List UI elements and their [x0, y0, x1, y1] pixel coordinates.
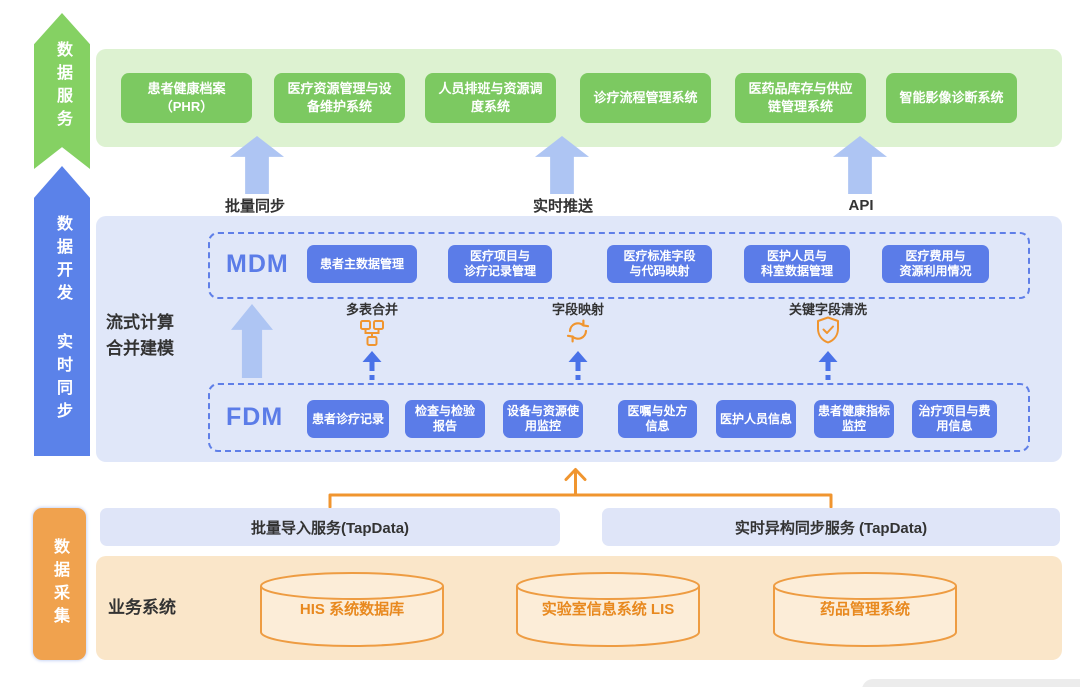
fdm-group [208, 383, 1030, 452]
fdm-module-orders-prescriptions: 医嘱与处方 信息 [618, 400, 697, 438]
dashed-up-arrow-icon [567, 350, 589, 384]
database-cylinder-icon [257, 570, 447, 650]
sync-label-batch: 批量同步 [224, 197, 285, 215]
fdm-module-treatment-cost: 治疗项目与费 用信息 [912, 400, 997, 438]
rail-data-service: 数据服务 [34, 13, 90, 169]
fdm-module-staff-info: 医护人员信息 [716, 400, 796, 438]
mdm-group [208, 232, 1030, 299]
batch-import-service-bar: 批量导入服务(TapData) [100, 508, 560, 546]
corner-artifact [862, 679, 1080, 687]
rail-data-develop-label-bottom: 实时同步 [54, 333, 71, 425]
fdm-module-lab-reports: 检查与检验 报告 [405, 400, 485, 438]
sync-label-realtime-push: 实时推送 [532, 197, 593, 215]
system-box-clinical-flow: 诊疗流程管理系统 [580, 73, 711, 123]
rail-data-service-label: 数据服务 [54, 41, 71, 133]
develop-band-title: 流式计算 合并建模 [106, 313, 174, 358]
mapping-cycle-icon [563, 316, 593, 346]
dashed-up-arrow-icon [361, 350, 383, 384]
rail-data-develop: 数据开发 实时同步 [34, 166, 90, 456]
system-box-scheduling: 人员排班与资源调 度系统 [425, 73, 556, 123]
mdm-module-staff-dept: 医护人员与 科室数据管理 [744, 245, 850, 283]
system-box-imaging-ai: 智能影像诊断系统 [886, 73, 1017, 123]
transform-label-mapping: 字段映射 [551, 301, 604, 317]
fdm-module-device-usage: 设备与资源使 用监控 [503, 400, 583, 438]
merge-icon [357, 318, 387, 348]
database-label-lis: 实验室信息系统 LIS [541, 600, 675, 618]
realtime-sync-service-bar: 实时异构同步服务 (TapData) [602, 508, 1060, 546]
transform-label-cleaning: 关键字段清洗 [788, 301, 867, 317]
mdm-module-medical-records: 医疗项目与 诊疗记录管理 [448, 245, 552, 283]
rail-data-develop-label-top: 数据开发 [54, 215, 71, 307]
sync-label-api: API [848, 196, 874, 214]
mdm-module-cost-utilization: 医疗费用与 资源利用情况 [882, 245, 989, 283]
mdm-module-patient-master: 患者主数据管理 [307, 245, 417, 283]
fdm-module-health-metrics: 患者健康指标 监控 [814, 400, 894, 438]
database-label-pharmacy: 药品管理系统 [819, 600, 910, 618]
mdm-title: MDM [226, 250, 289, 278]
dashed-up-arrow-icon [817, 350, 839, 384]
system-box-resource-maintenance: 医疗资源管理与设 备维护系统 [274, 73, 405, 123]
database-cylinder-icon [770, 570, 960, 650]
database-label-his: HIS 系统数据库 [299, 600, 405, 618]
clean-shield-check-icon [813, 315, 843, 345]
system-box-phr: 患者健康档案 （PHR） [121, 73, 252, 123]
rail-data-collect: 数据采集 [33, 508, 86, 660]
source-band-title: 业务系统 [108, 598, 176, 617]
transform-label-merge: 多表合并 [345, 301, 398, 317]
fdm-module-patient-visits: 患者诊疗记录 [307, 400, 389, 438]
system-box-pharma-supply: 医药品库存与供应 链管理系统 [735, 73, 866, 123]
fdm-title: FDM [226, 403, 284, 431]
rail-data-collect-label: 数据采集 [51, 538, 68, 630]
database-cylinder-icon [513, 570, 703, 650]
mdm-module-standard-fields: 医疗标准字段 与代码映射 [607, 245, 712, 283]
